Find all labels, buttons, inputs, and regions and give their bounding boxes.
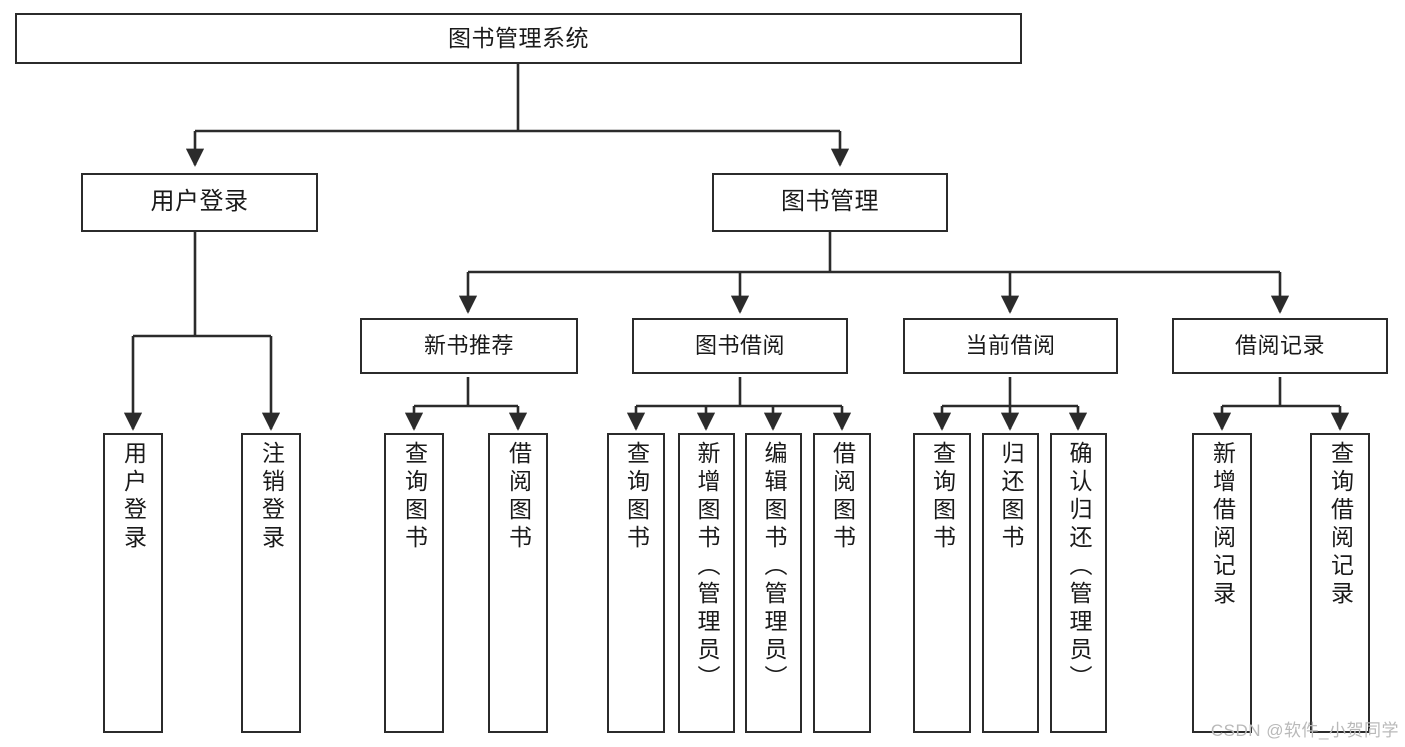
node-new-book-recommend[interactable]: 新书推荐 <box>360 318 578 374</box>
node-leaf-query-book-2[interactable]: 查询图书 <box>607 433 665 733</box>
node-leaf-add-record-label: 新增借阅记录 <box>1209 441 1236 609</box>
node-leaf-user-logout[interactable]: 注销登录 <box>241 433 301 733</box>
node-leaf-confirm-return[interactable]: 确认归还（管理员） <box>1050 433 1107 733</box>
node-leaf-add-book[interactable]: 新增图书（管理员） <box>678 433 735 733</box>
node-leaf-query-record-label: 查询借阅记录 <box>1327 441 1354 609</box>
node-leaf-borrow-book-1-label: 借阅图书 <box>505 441 532 553</box>
node-leaf-edit-book-label: 编辑图书（管理员） <box>761 441 787 693</box>
node-leaf-return-book-label: 归还图书 <box>998 441 1024 553</box>
node-leaf-borrow-book-2[interactable]: 借阅图书 <box>813 433 871 733</box>
node-borrow-record-label: 借阅记录 <box>1234 332 1325 358</box>
node-leaf-query-book-3[interactable]: 查询图书 <box>913 433 971 733</box>
node-leaf-query-record[interactable]: 查询借阅记录 <box>1310 433 1370 733</box>
node-current-borrow-label: 当前借阅 <box>965 332 1056 358</box>
node-root[interactable]: 图书管理系统 <box>15 13 1022 64</box>
node-leaf-query-book-1[interactable]: 查询图书 <box>384 433 444 733</box>
node-root-label: 图书管理系统 <box>448 24 589 51</box>
node-leaf-add-book-label: 新增图书（管理员） <box>694 441 720 693</box>
node-leaf-edit-book[interactable]: 编辑图书（管理员） <box>745 433 802 733</box>
node-leaf-query-book-2-label: 查询图书 <box>623 441 650 553</box>
node-book-manage[interactable]: 图书管理 <box>712 173 948 232</box>
node-book-manage-label: 图书管理 <box>781 188 879 216</box>
node-current-borrow[interactable]: 当前借阅 <box>903 318 1118 374</box>
node-leaf-user-logout-label: 注销登录 <box>258 441 285 553</box>
node-borrow-record[interactable]: 借阅记录 <box>1172 318 1388 374</box>
node-leaf-return-book[interactable]: 归还图书 <box>982 433 1039 733</box>
node-leaf-query-book-1-label: 查询图书 <box>401 441 428 553</box>
node-leaf-borrow-book-2-label: 借阅图书 <box>829 441 856 553</box>
node-user-login-label: 用户登录 <box>150 188 249 216</box>
node-leaf-user-login-label: 用户登录 <box>120 441 147 553</box>
node-book-borrow[interactable]: 图书借阅 <box>632 318 848 374</box>
node-book-borrow-label: 图书借阅 <box>694 332 785 358</box>
node-leaf-user-login[interactable]: 用户登录 <box>103 433 163 733</box>
node-new-book-recommend-label: 新书推荐 <box>423 332 514 358</box>
node-leaf-add-record[interactable]: 新增借阅记录 <box>1192 433 1252 733</box>
csdn-watermark: CSDN @软件_小贺同学 <box>1210 721 1399 740</box>
node-leaf-borrow-book-1[interactable]: 借阅图书 <box>488 433 548 733</box>
node-leaf-query-book-3-label: 查询图书 <box>929 441 956 553</box>
node-user-login[interactable]: 用户登录 <box>81 173 318 232</box>
node-leaf-confirm-return-label: 确认归还（管理员） <box>1066 441 1092 693</box>
